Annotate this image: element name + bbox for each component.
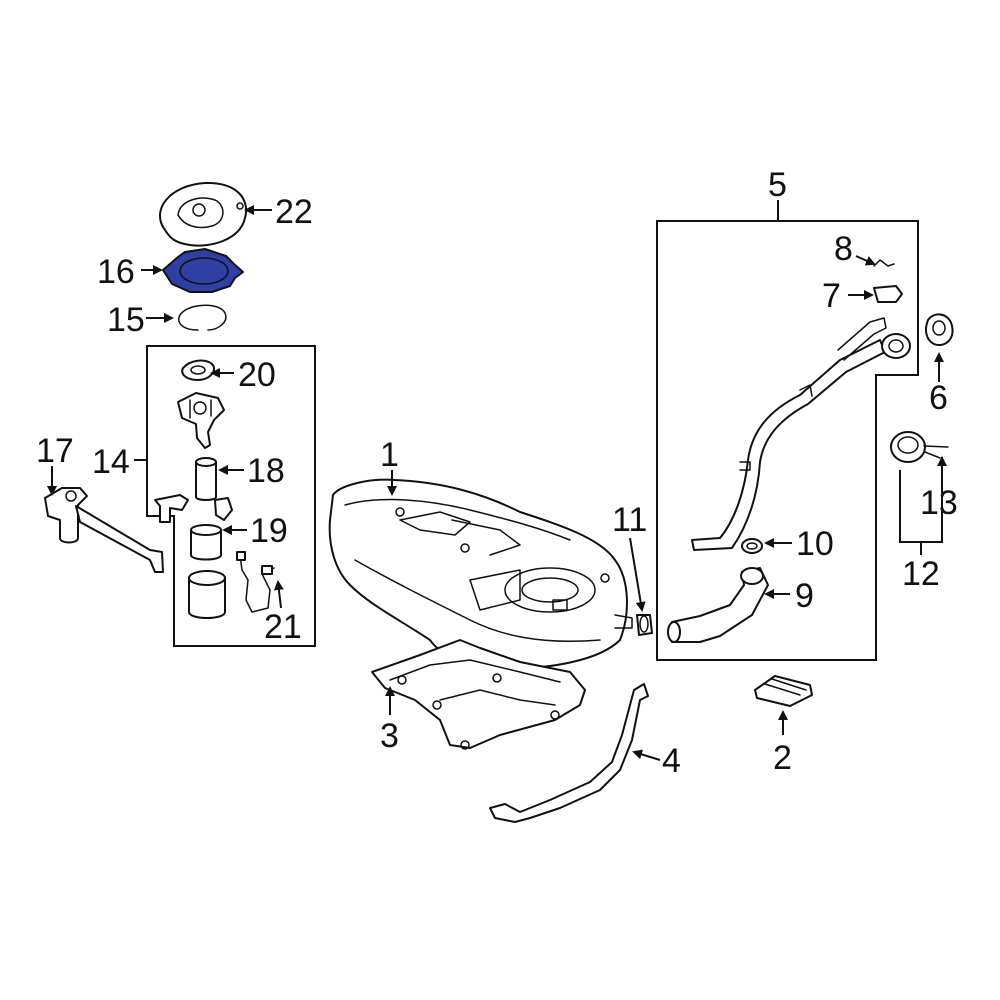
part-17-fuel-level-sender[interactable] <box>44 487 164 573</box>
fuel-filter <box>188 570 226 619</box>
callout-4: 4 <box>662 742 681 780</box>
part-1-fuel-tank[interactable] <box>328 478 633 670</box>
callout-18: 18 <box>247 452 285 490</box>
fuel-cap-bracket <box>899 457 943 555</box>
callout-19: 19 <box>250 512 288 550</box>
callout-10: 10 <box>796 525 834 563</box>
part-3-heat-shield[interactable] <box>371 639 586 750</box>
callout-2: 2 <box>773 739 792 777</box>
callout-8: 8 <box>834 230 853 268</box>
callout-3: 3 <box>380 717 399 755</box>
callout-12: 12 <box>902 555 940 593</box>
callout-14: 14 <box>92 443 130 481</box>
callout-16: 16 <box>97 253 135 291</box>
callout-1: 1 <box>380 436 399 474</box>
leader-8 <box>855 255 876 266</box>
filler-neck-assembly-group-box <box>656 200 919 661</box>
leader-4 <box>632 749 661 761</box>
callout-17: 17 <box>36 432 74 470</box>
leader-21 <box>273 580 284 609</box>
callout-7: 7 <box>822 277 841 315</box>
callout-9: 9 <box>795 577 814 615</box>
part-20-gasket[interactable] <box>181 359 216 381</box>
part-10-hose-clamp[interactable] <box>741 538 763 554</box>
part-2-insulator-pad[interactable] <box>754 675 813 707</box>
part-18-fuel-pump[interactable] <box>195 457 217 501</box>
callout-21: 21 <box>264 608 302 646</box>
part-21-wiring-harness[interactable] <box>236 551 275 613</box>
callout-6: 6 <box>929 379 948 417</box>
callout-22: 22 <box>275 193 313 231</box>
part-11-grommet[interactable] <box>636 614 653 636</box>
fuel-cap-with-tether[interactable] <box>890 431 949 463</box>
filler-neck-pipe <box>691 317 911 551</box>
callout-5: 5 <box>768 166 787 204</box>
fuel-pump-assembly-group-box <box>134 345 316 647</box>
part-22-pump-cover-plate[interactable] <box>159 181 248 247</box>
part-19-filter-seal[interactable] <box>190 524 222 561</box>
part-15-o-ring[interactable] <box>178 304 227 331</box>
fuel-pump-bracket <box>177 392 225 449</box>
part-4-tank-strap[interactable] <box>489 683 649 823</box>
callout-15: 15 <box>107 301 145 339</box>
part-9-filler-hose[interactable] <box>667 567 769 643</box>
part-8-clip[interactable] <box>873 259 895 267</box>
callout-13: 13 <box>920 484 958 522</box>
callout-11: 11 <box>612 501 647 539</box>
leader-11 <box>629 537 646 612</box>
part-7-fitting[interactable] <box>873 285 903 303</box>
part-16-lock-ring-highlighted[interactable] <box>162 248 244 293</box>
part-6-filler-door-seal[interactable] <box>925 313 954 346</box>
callout-20: 20 <box>238 356 276 394</box>
pump-outlet-elbow <box>154 494 233 523</box>
